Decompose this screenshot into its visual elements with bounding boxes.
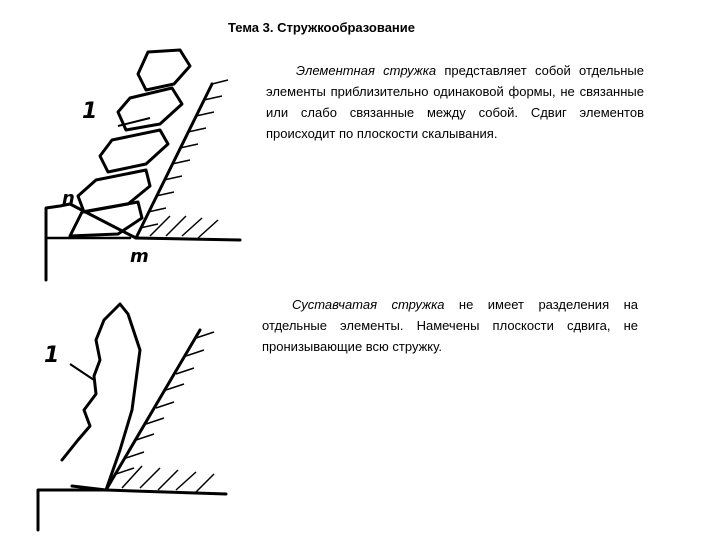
chip-outline — [60, 302, 142, 492]
label-chip-1: 1 — [82, 99, 97, 124]
page-title: Тема 3. Стружкообразование — [228, 20, 416, 35]
paragraph-segmented-chip: Суставчатая стружка не имеет разделения … — [262, 294, 638, 357]
workpiece-outline — [36, 488, 108, 532]
chip-segment — [116, 86, 184, 132]
paragraph-element-chip: Элементная стружка представляет собой от… — [266, 60, 644, 144]
label-n: n — [62, 188, 75, 209]
term-segmented-chip: Суставчатая стружка — [292, 297, 445, 312]
tool-flank-face — [104, 488, 228, 496]
tool-flank-face — [134, 236, 242, 242]
description-element-chip: представляет собой отдельные элементы пр… — [266, 63, 644, 141]
leader-line — [117, 117, 151, 127]
description-segmented-chip: не имеет разделения на отдельные элемент… — [262, 297, 638, 354]
term-element-chip: Элементная стружка — [296, 63, 437, 78]
chip-segment — [136, 48, 192, 92]
figure-element-chip: 1 n m — [44, 48, 242, 282]
leader-line — [69, 363, 95, 381]
tool-rake-face — [104, 328, 202, 492]
label-chip-1: 1 — [44, 343, 59, 368]
figure-segmented-chip: 1 — [36, 302, 228, 532]
tool-hatching — [115, 331, 215, 493]
tool-hatching — [139, 79, 229, 239]
chip-segment — [98, 128, 170, 174]
chip-segment — [68, 200, 144, 238]
label-m: m — [130, 246, 149, 267]
workpiece-outline — [44, 202, 138, 282]
